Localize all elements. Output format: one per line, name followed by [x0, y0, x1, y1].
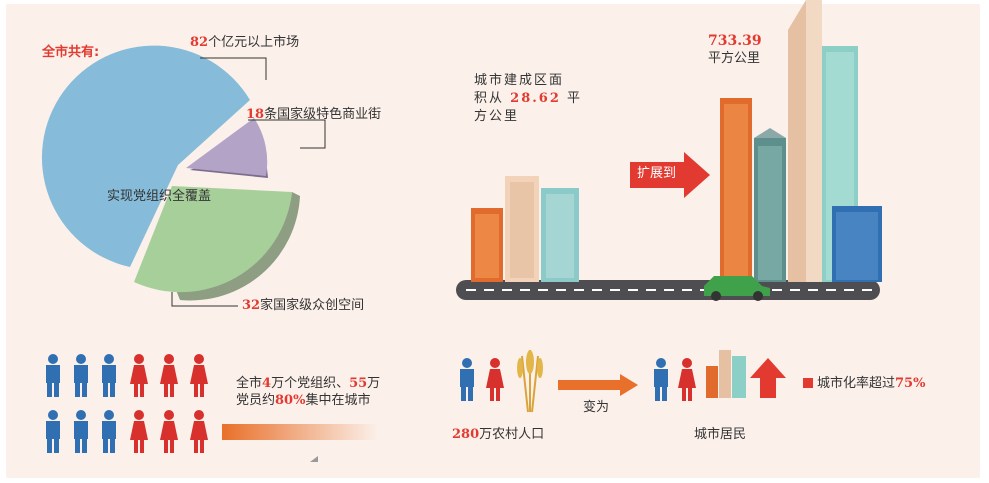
party-text-line1: 全市4万个党组织、55万	[236, 376, 380, 392]
party-line2-b: 集中在城市	[305, 393, 371, 408]
urbanization-rate: 城市化率超过75%	[817, 376, 925, 392]
rural-people-icon	[460, 358, 504, 401]
rate-value: 75%	[895, 376, 926, 391]
people-grid	[46, 354, 208, 453]
red-person-icons	[130, 354, 208, 453]
party-percent: 80%	[275, 393, 306, 408]
party-org-number: 4	[262, 376, 272, 391]
streets-text: 条国家级特色商业街	[264, 107, 382, 122]
blue-person-icons	[46, 354, 116, 453]
leader-line-streets	[248, 119, 326, 149]
area-text-line2: 积从 28.62 平	[474, 91, 582, 107]
pie-heading: 全市共有:	[42, 45, 100, 60]
change-label: 变为	[583, 400, 610, 415]
streets-number: 18	[246, 107, 265, 122]
area-text-line3: 方公里	[474, 109, 520, 124]
party-member-number: 55	[349, 376, 368, 391]
pie-label-markets: 82个亿元以上市场	[190, 35, 299, 51]
leader-line-spaces	[171, 292, 238, 307]
rural-population-label: 280万农村人口	[452, 427, 544, 443]
pie-slice-spaces-side	[176, 192, 300, 301]
orange-gradient-bar	[222, 424, 378, 440]
pie-slice-markets	[41, 45, 250, 268]
rural-number: 280	[452, 427, 480, 442]
small-buildings-icon	[471, 176, 579, 282]
road	[456, 280, 880, 300]
city-residents-icon	[654, 350, 746, 401]
area-to-unit: 平方公里	[708, 51, 761, 66]
pie-slice-streets	[186, 118, 268, 176]
up-arrow-icon	[750, 358, 786, 398]
party-line1-b: 万个党组织、	[271, 376, 350, 391]
area-text-prefix: 积从	[474, 91, 505, 106]
rate-text: 城市化率超过	[817, 376, 896, 391]
party-line1-a: 全市	[236, 376, 263, 391]
pie-slice-spaces	[134, 186, 292, 293]
rate-square-icon	[803, 378, 813, 388]
pie-chart	[41, 45, 300, 301]
tall-buildings-icon	[720, 0, 882, 282]
pie-center-label: 实现党组织全覆盖	[107, 189, 212, 204]
resident-label: 城市居民	[694, 427, 747, 442]
area-from-value: 28.62	[510, 91, 561, 106]
leader-line-markets	[200, 57, 267, 80]
party-line1-c: 万	[367, 376, 381, 391]
party-text-line2: 党员约80%集中在城市	[236, 393, 370, 409]
markets-number: 82	[190, 35, 209, 50]
car-icon	[704, 276, 770, 301]
markets-text: 个亿元以上市场	[208, 35, 300, 50]
spaces-text: 家国家级众创空间	[260, 298, 365, 313]
area-to-value: 733.39	[708, 33, 762, 49]
party-line2-a: 党员约	[236, 393, 276, 408]
rural-text: 万农村人口	[479, 427, 545, 442]
spaces-number: 32	[242, 298, 261, 313]
area-text-suffix: 平	[567, 91, 583, 106]
wheat-icon	[517, 350, 543, 413]
change-arrow-icon	[558, 374, 638, 396]
area-text-line1: 城市建成区面	[474, 73, 565, 88]
expand-label: 扩展到	[637, 166, 677, 181]
expand-arrow-icon	[630, 152, 710, 198]
pie-label-streets: 18条国家级特色商业街	[246, 107, 381, 123]
pie-label-spaces: 32家国家级众创空间	[242, 298, 364, 314]
